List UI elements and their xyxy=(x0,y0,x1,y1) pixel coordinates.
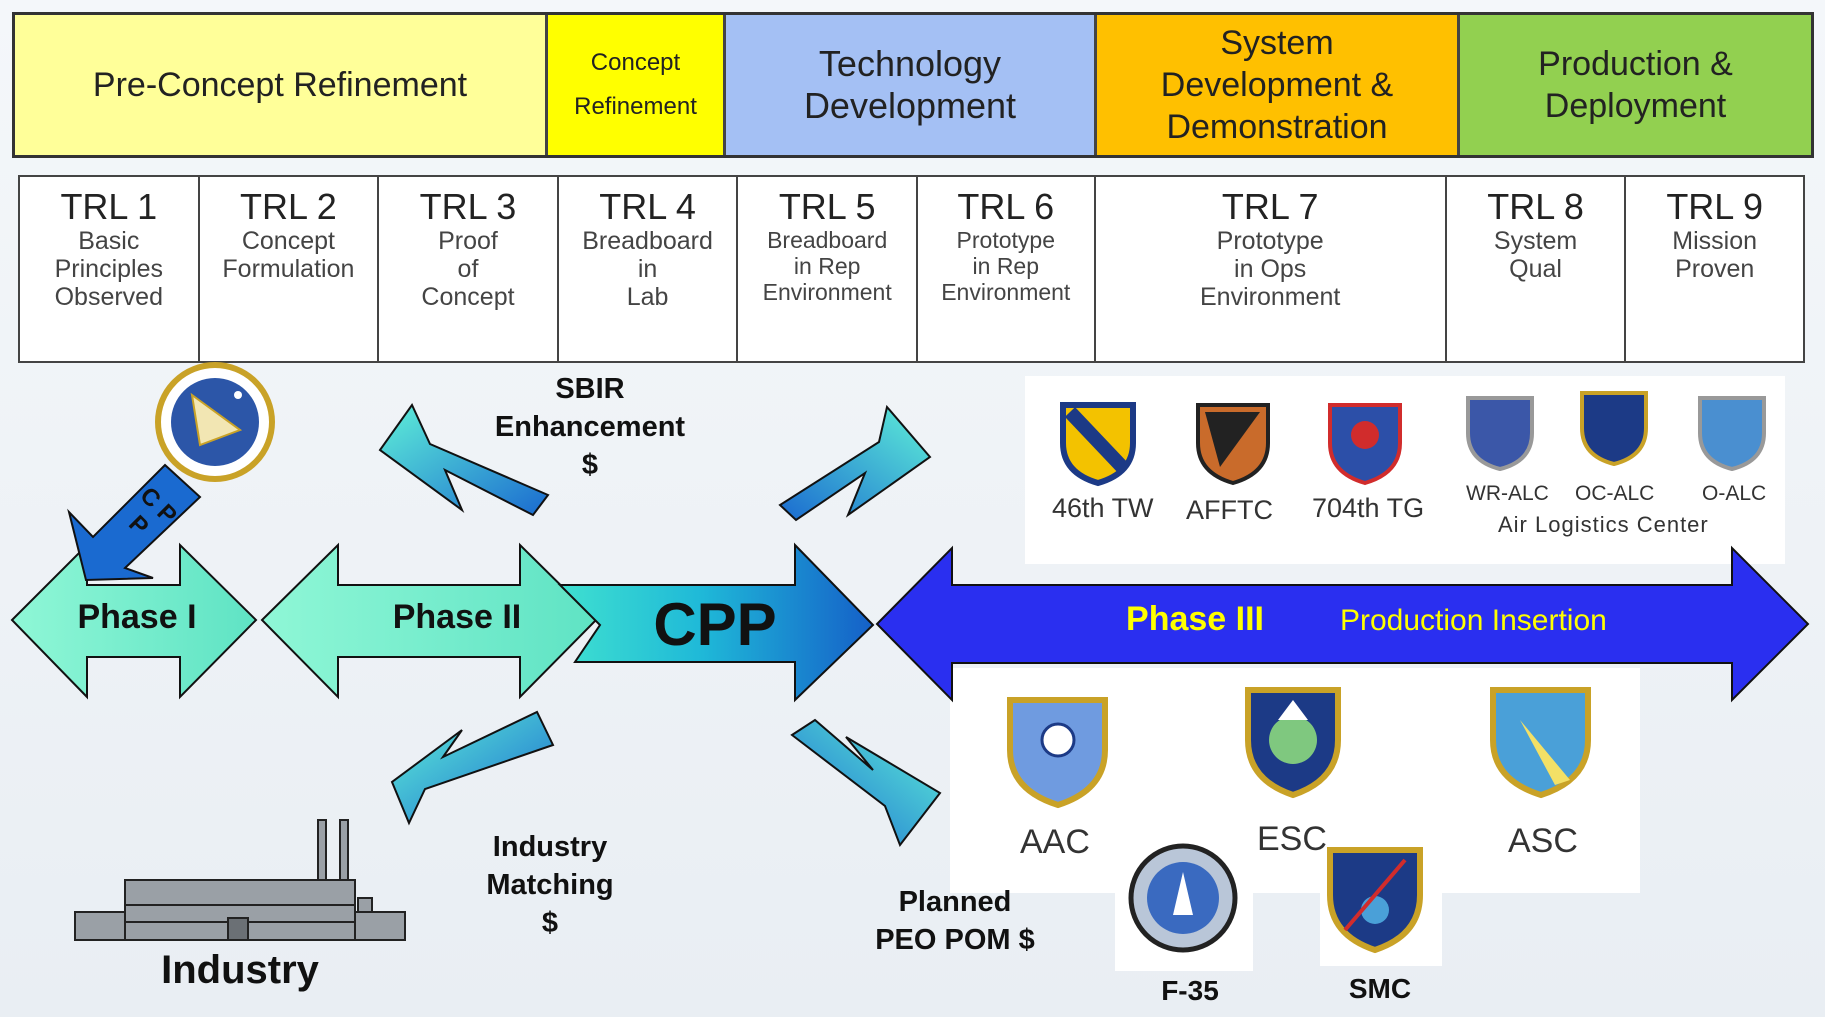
phase-technology-development: Technology Development xyxy=(726,15,1097,155)
planned-pom-arrow xyxy=(790,718,942,848)
industry-arrow xyxy=(390,710,555,826)
phase-production-deployment: Production & Deployment xyxy=(1460,15,1811,155)
asc-shield-icon xyxy=(1490,687,1591,799)
esc-label: ESC xyxy=(1257,820,1327,858)
sbir-arrow xyxy=(378,403,550,517)
industry-matching-label: Industry Matching $ xyxy=(486,831,614,939)
asc-label: ASC xyxy=(1508,822,1578,860)
trl-6-title: TRL 6 xyxy=(957,186,1055,227)
trl-7-title: TRL 7 xyxy=(1221,186,1319,227)
f35-badge-icon xyxy=(1128,843,1238,953)
trl-1-desc: Basic Principles Observed xyxy=(54,227,163,311)
aac-label: AAC xyxy=(1020,823,1090,861)
704tg-shield-icon xyxy=(1328,403,1402,486)
trl-9-title: TRL 9 xyxy=(1666,186,1764,227)
phase-concept-label: Concept Refinement xyxy=(574,49,697,120)
o-alc-label: O-ALC xyxy=(1702,482,1767,505)
46tw-label: 46th TW xyxy=(1052,493,1154,523)
esc-shield-icon xyxy=(1245,687,1341,799)
planned-pom-label: Planned PEO POM $ xyxy=(875,886,1035,956)
phase3-label: Phase III xyxy=(1126,600,1264,638)
alc-label: Air Logistics Center xyxy=(1498,512,1709,537)
trl-2-desc: Concept Formulation xyxy=(222,227,355,283)
trl-1-title: TRL 1 xyxy=(60,186,158,227)
cpp-diagonal-arrow xyxy=(67,463,202,582)
phase2-label: Phase II xyxy=(392,598,522,636)
trl-6-desc: Prototype in Rep Environment xyxy=(941,227,1071,305)
smc-shield-icon xyxy=(1327,847,1423,954)
trl-2-title: TRL 2 xyxy=(240,186,337,227)
cpp-label: CPP xyxy=(653,591,777,658)
phase-pre-concept-label: Pre-Concept Refinement xyxy=(92,65,468,104)
o-alc-shield-icon xyxy=(1698,396,1766,472)
trl-7-desc: Prototype in Ops Environment xyxy=(1200,227,1341,311)
test-centers-panel xyxy=(1025,376,1785,564)
afftc-label: AFFTC xyxy=(1186,495,1273,525)
factory-icon xyxy=(74,819,406,941)
phase3-arrow xyxy=(875,545,1810,703)
phase-pre-concept: Pre-Concept Refinement xyxy=(15,15,548,155)
production-insertion-label: Production Insertion xyxy=(1340,604,1607,637)
trl-8-desc: System Qual xyxy=(1493,227,1578,283)
industry-label: Industry xyxy=(161,948,319,992)
cpp-arrow xyxy=(557,542,875,703)
oc-alc-shield-icon xyxy=(1580,391,1648,467)
phase-sdd-label: System Development & Demonstration xyxy=(1160,24,1394,146)
afftc-shield-icon xyxy=(1196,403,1270,486)
trl-8-title: TRL 8 xyxy=(1487,186,1584,227)
trl-3-title: TRL 3 xyxy=(419,186,517,227)
wr-alc-label: WR-ALC xyxy=(1466,482,1549,505)
phase-tech-dev-label: Technology Development xyxy=(803,43,1017,126)
oc-alc-label: OC-ALC xyxy=(1575,482,1655,505)
phase1-label: Phase I xyxy=(77,598,197,636)
smc-label: SMC xyxy=(1348,973,1412,1004)
trl-4-title: TRL 4 xyxy=(599,186,696,227)
sbir-label: SBIR Enhancement $ xyxy=(494,373,686,481)
trl-3-desc: Proof of Concept xyxy=(421,227,515,311)
f35-label: F-35 xyxy=(1161,975,1219,1006)
trl-9-desc: Mission Proven xyxy=(1672,227,1758,283)
phase-pd-label: Production & Deployment xyxy=(1538,45,1733,125)
phase-concept-refinement: Concept Refinement xyxy=(548,15,726,155)
trl-5-desc: Breadboard in Rep Environment xyxy=(762,227,892,305)
phase-header-row: Pre-Concept Refinement Concept Refinemen… xyxy=(12,12,1814,158)
aac-shield-icon xyxy=(1007,697,1108,809)
trl-5-title: TRL 5 xyxy=(778,186,876,227)
top-right-arrow xyxy=(778,404,932,522)
phase-system-development: System Development & Demonstration xyxy=(1097,15,1460,155)
704tg-label: 704th TG xyxy=(1312,493,1425,523)
trl-4-desc: Breadboard in Lab xyxy=(582,227,713,311)
afrl-shield-icon xyxy=(155,362,275,482)
wr-alc-shield-icon xyxy=(1466,396,1534,472)
46tw-shield-icon xyxy=(1060,402,1136,487)
